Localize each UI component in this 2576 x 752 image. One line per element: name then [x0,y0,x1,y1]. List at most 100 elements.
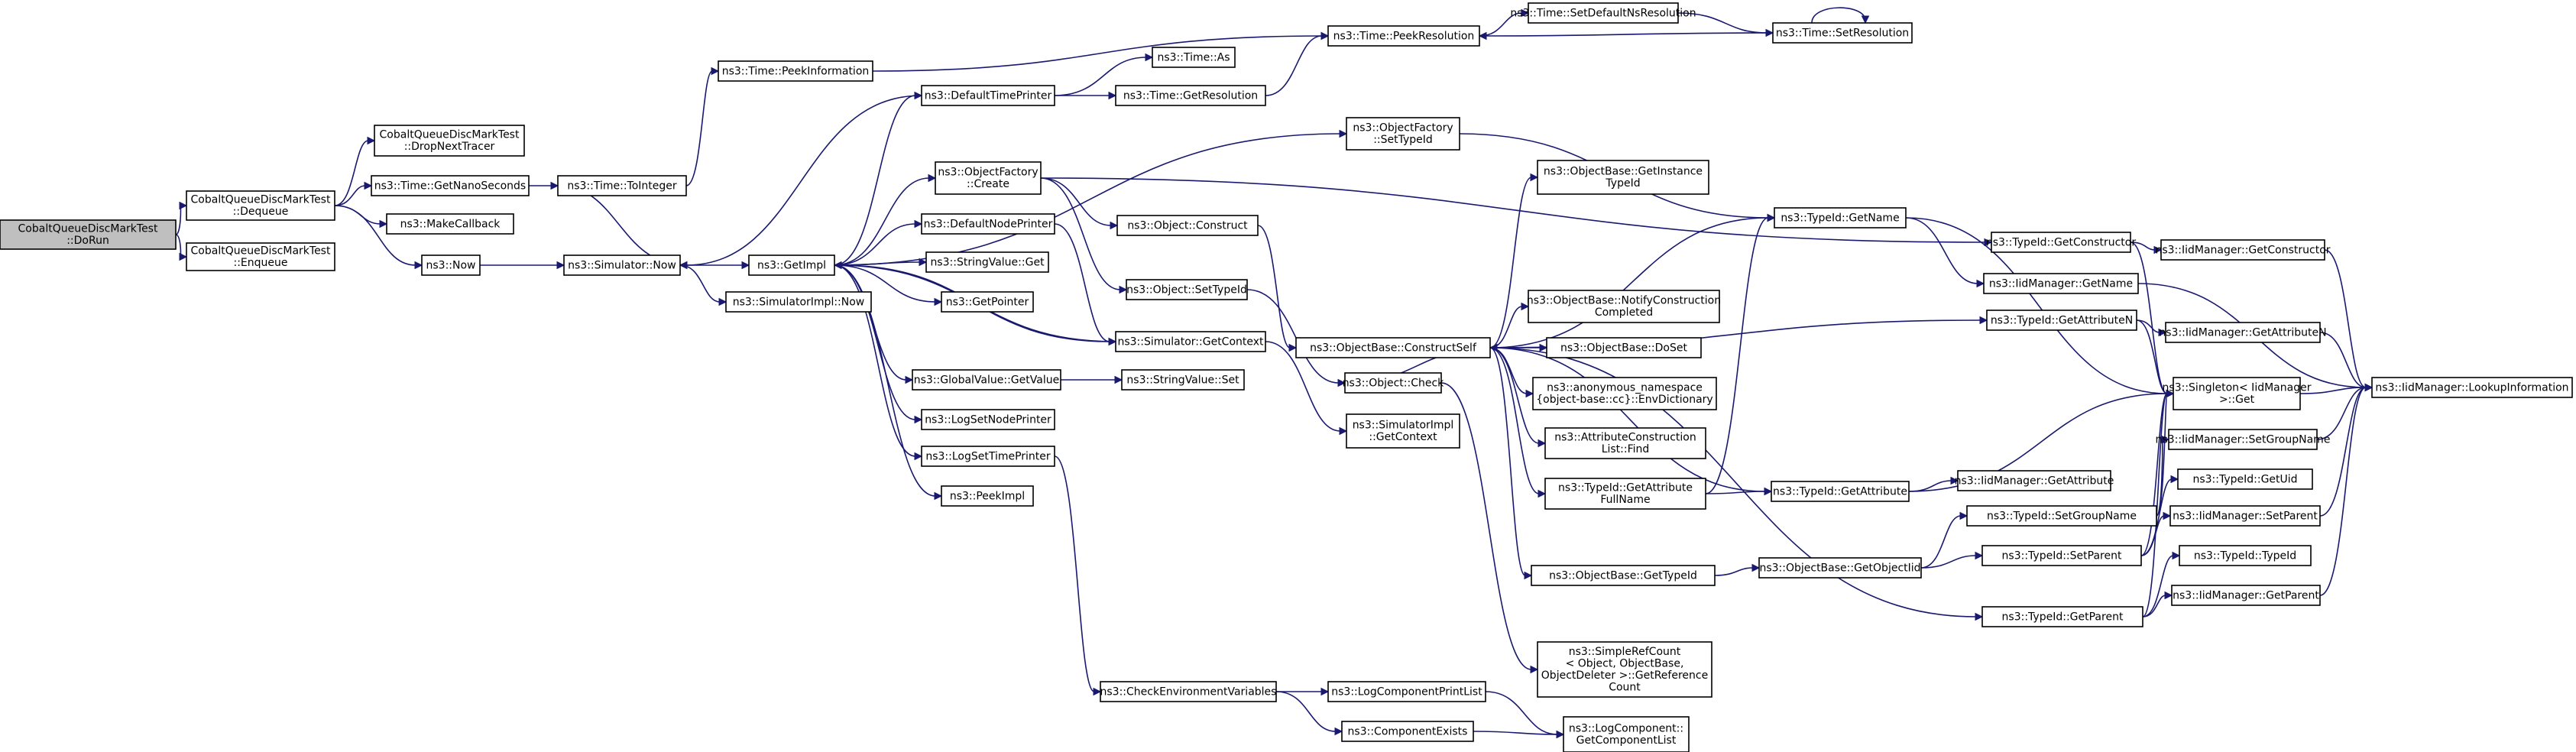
node-tidtypeid[interactable]: ns3::TypeId::TypeId [2179,545,2312,566]
node-objfsettype[interactable]: ns3::ObjectFactory::SetTypeId [1346,117,1460,151]
node-dorun[interactable]: CobaltQueueDiscMarkTest::DoRun [0,219,177,250]
node-iidgetattr[interactable]: ns3::IidManager::GetAttribute [1955,470,2114,491]
node-envdict[interactable]: ns3::anonymous_namespace{object-base::cc… [1532,377,1717,410]
node-logsettime[interactable]: ns3::LogSetTimePrinter [921,446,1055,467]
node-constructself[interactable]: ns3::ObjectBase::ConstructSelf [1295,337,1491,358]
node-label: CobaltQueueDiscMarkTest [191,245,331,258]
node-getimpl[interactable]: ns3::GetImpl [748,254,835,276]
node-label: ns3::StringValue::Set [1126,374,1239,386]
node-tidgetctor[interactable]: ns3::TypeId::GetConstructor [1986,232,2136,253]
node-logcompprint[interactable]: ns3::LogComponentPrintList [1327,681,1486,702]
node-dropnext[interactable]: CobaltQueueDiscMarkTest::DropNextTracer [374,125,525,157]
node-simpleref[interactable]: ns3::SimpleRefCount< Object, ObjectBase,… [1537,641,1712,698]
node-tidgetattr[interactable]: ns3::TypeId::GetAttribute [1771,481,1910,502]
edge-peekinfo-peekres [872,31,1330,72]
node-label: ns3::Time::GetNanoSeconds [374,180,526,192]
node-setres[interactable]: ns3::Time::SetResolution [1772,22,1913,44]
node-simimplctx[interactable]: ns3::SimulatorImpl::GetContext [1346,413,1460,449]
node-peekres[interactable]: ns3::Time::PeekResolution [1327,25,1480,47]
node-logsetnode[interactable]: ns3::LogSetNodePrinter [921,409,1055,430]
node-getpointer[interactable]: ns3::GetPointer [941,291,1034,313]
edge-line [175,205,182,235]
arrowhead [1556,730,1565,739]
node-strget[interactable]: ns3::StringValue::Get [925,251,1049,273]
node-dequeue[interactable]: CobaltQueueDiscMarkTest::Dequeue [186,190,335,221]
node-doset[interactable]: ns3::ObjectBase::DoSet [1546,337,1702,358]
node-simgetctx[interactable]: ns3::Simulator::GetContext [1115,331,1266,352]
arrowhead [833,261,842,270]
node-box [1346,117,1460,151]
edge-line [2142,555,2174,617]
node-strset[interactable]: ns3::StringValue::Set [1121,369,1245,391]
node-compexists[interactable]: ns3::ComponentExists [1341,721,1474,742]
node-peekinfo[interactable]: ns3::Time::PeekInformation [718,60,873,82]
node-objconstruct[interactable]: ns3::Object::Construct [1116,215,1259,236]
node-label: ns3::GetPointer [946,296,1029,308]
node-getnano[interactable]: ns3::Time::GetNanoSeconds [371,175,530,196]
node-iidsetgroup[interactable]: ns3::IidManager::SetGroupName [2156,429,2331,450]
node-enqueue[interactable]: CobaltQueueDiscMarkTest::Enqueue [186,242,335,271]
node-box [1152,47,1236,68]
node-objsettype[interactable]: ns3::Object::SetTypeId [1126,279,1248,300]
arrowhead [1478,31,1487,41]
node-getcomplist[interactable]: ns3::LogComponent::GetComponentList [1563,716,1690,752]
node-defnode[interactable]: ns3::DefaultNodePrinter [921,213,1055,235]
node-tidgetname[interactable]: ns3::TypeId::GetName [1774,207,1907,229]
node-simimplnow[interactable]: ns3::SimulatorImpl::Now [725,291,872,313]
node-iidgetname[interactable]: ns3::IidManager::GetName [1983,273,2139,294]
node-iidgetctor[interactable]: ns3::IidManager::GetConstructor [2155,239,2331,261]
node-iidsetparent[interactable]: ns3::IidManager::SetParent [2169,505,2321,527]
node-tidgetuid[interactable]: ns3::TypeId::GetUid [2177,468,2313,490]
node-makecb[interactable]: ns3::MakeCallback [386,213,514,235]
arrowhead [711,66,720,76]
node-getobjtid[interactable]: ns3::ObjectBase::GetObjectIid [1758,557,1922,579]
arrowhead [2163,511,2172,520]
node-tidsetparent[interactable]: ns3::TypeId::SetParent [1981,545,2142,566]
node-deftime[interactable]: ns3::DefaultTimePrinter [921,85,1055,106]
edge-line [2319,387,2367,596]
node-setdefns[interactable]: ns3::Time::SetDefaultNsResolution [1510,2,1696,24]
edge-line [834,264,907,381]
node-iidgetattrn[interactable]: ns3::IidManager::GetAttributeN [2159,322,2327,343]
node-tidgetparent[interactable]: ns3::TypeId::GetParent [1981,606,2143,627]
node-lookup[interactable]: ns3::IidManager::LookupInformation [2371,377,2573,398]
arrowhead [928,173,937,183]
node-box [1295,337,1491,358]
node-now[interactable]: ns3::Now [421,254,481,276]
edge-tidgetname-iidgetname [1905,217,1985,288]
node-label: CobaltQueueDiscMarkTest [18,223,158,235]
edge-constructself-getinstance [1489,173,1539,348]
node-label: ns3::Time::SetResolution [1776,27,1909,39]
edge-line [1489,347,1526,576]
node-singleton[interactable]: ns3::Singleton< IidManager >::Get [2163,377,2312,410]
node-tidgetattrn[interactable]: ns3::TypeId::GetAttributeN [1986,310,2137,331]
node-objcheck[interactable]: ns3::Object::Check [1343,372,1444,394]
node-label: ns3::TypeId::GetAttribute [1558,482,1693,494]
node-tointeger[interactable]: ns3::Time::ToInteger [557,175,687,196]
arrowhead [1119,285,1128,294]
node-timeas[interactable]: ns3::Time::As [1152,47,1236,68]
node-iidgetparent[interactable]: ns3::IidManager::GetParent [2171,585,2321,606]
edge-constructself-attrfind [1489,347,1547,448]
node-box [563,254,681,276]
node-obgettypeid[interactable]: ns3::ObjectBase::GetTypeId [1531,565,1716,586]
edge-dequeue-getnano [334,181,373,206]
node-box [941,485,1034,507]
edge-constructself-tidgetattr [1489,347,1773,496]
edge-simgetctx-simimplctx [1265,341,1348,436]
node-label: ::Create [967,178,1009,190]
node-gvgetvalue[interactable]: ns3::GlobalValue::GetValue [912,369,1061,391]
node-box [186,242,335,271]
node-timegetres[interactable]: ns3::Time::GetResolution [1115,85,1266,106]
node-label: ns3::SimulatorImpl::Now [733,296,865,308]
node-notify[interactable]: ns3::ObjectBase::NotifyConstructionCompl… [1527,290,1721,323]
node-checkenv[interactable]: ns3::CheckEnvironmentVariables [1100,681,1277,702]
node-objfcreate[interactable]: ns3::ObjectFactory::Create [935,161,1042,195]
node-simnow[interactable]: ns3::Simulator::Now [563,254,681,276]
node-peekimpl[interactable]: ns3::PeekImpl [941,485,1034,507]
edge-line [334,205,416,266]
node-tidsetgroup[interactable]: ns3::TypeId::SetGroupName [1966,505,2157,527]
